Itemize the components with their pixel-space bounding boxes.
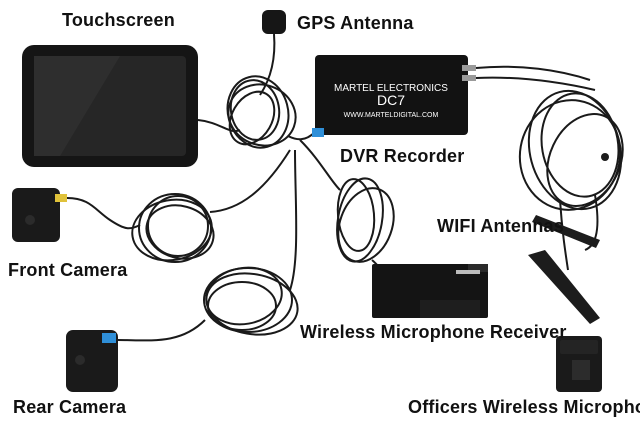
officers-wireless-mic-label: Officers Wireless Microphone <box>408 397 640 417</box>
gps-antenna-device <box>259 10 286 96</box>
touchscreen-label: Touchscreen <box>62 10 175 30</box>
cable-coil-front <box>66 149 291 263</box>
cable-coil-receiver <box>299 139 395 270</box>
cable-coil-top <box>197 75 316 149</box>
dvr-recorder-device <box>312 55 476 137</box>
rear-camera-label: Rear Camera <box>13 397 127 417</box>
cable-coil-rear <box>117 149 299 342</box>
wifi-antenna-paddles <box>528 153 609 324</box>
touchscreen-device <box>22 45 198 167</box>
dvr-model-text: DC7 <box>377 92 405 108</box>
dvr-brand-text: MARTEL ELECTRONICS <box>334 83 448 94</box>
front-camera-label: Front Camera <box>8 260 128 280</box>
rear-camera-device <box>66 330 118 392</box>
dvr-recorder-label: DVR Recorder <box>340 146 465 166</box>
wifi-antennas-label: WIFI Antennas <box>437 216 564 236</box>
wireless-mic-receiver-label: Wireless Microphone Receiver <box>300 322 567 342</box>
gps-antenna-label: GPS Antenna <box>297 13 414 33</box>
wireless-mic-receiver-device <box>372 264 488 318</box>
front-camera-device <box>12 188 67 242</box>
officers-wireless-mic-device <box>556 336 602 392</box>
wifi-antenna-cables <box>475 65 624 271</box>
dvr-website-text: WWW.MARTELDIGITAL.COM <box>344 112 439 119</box>
